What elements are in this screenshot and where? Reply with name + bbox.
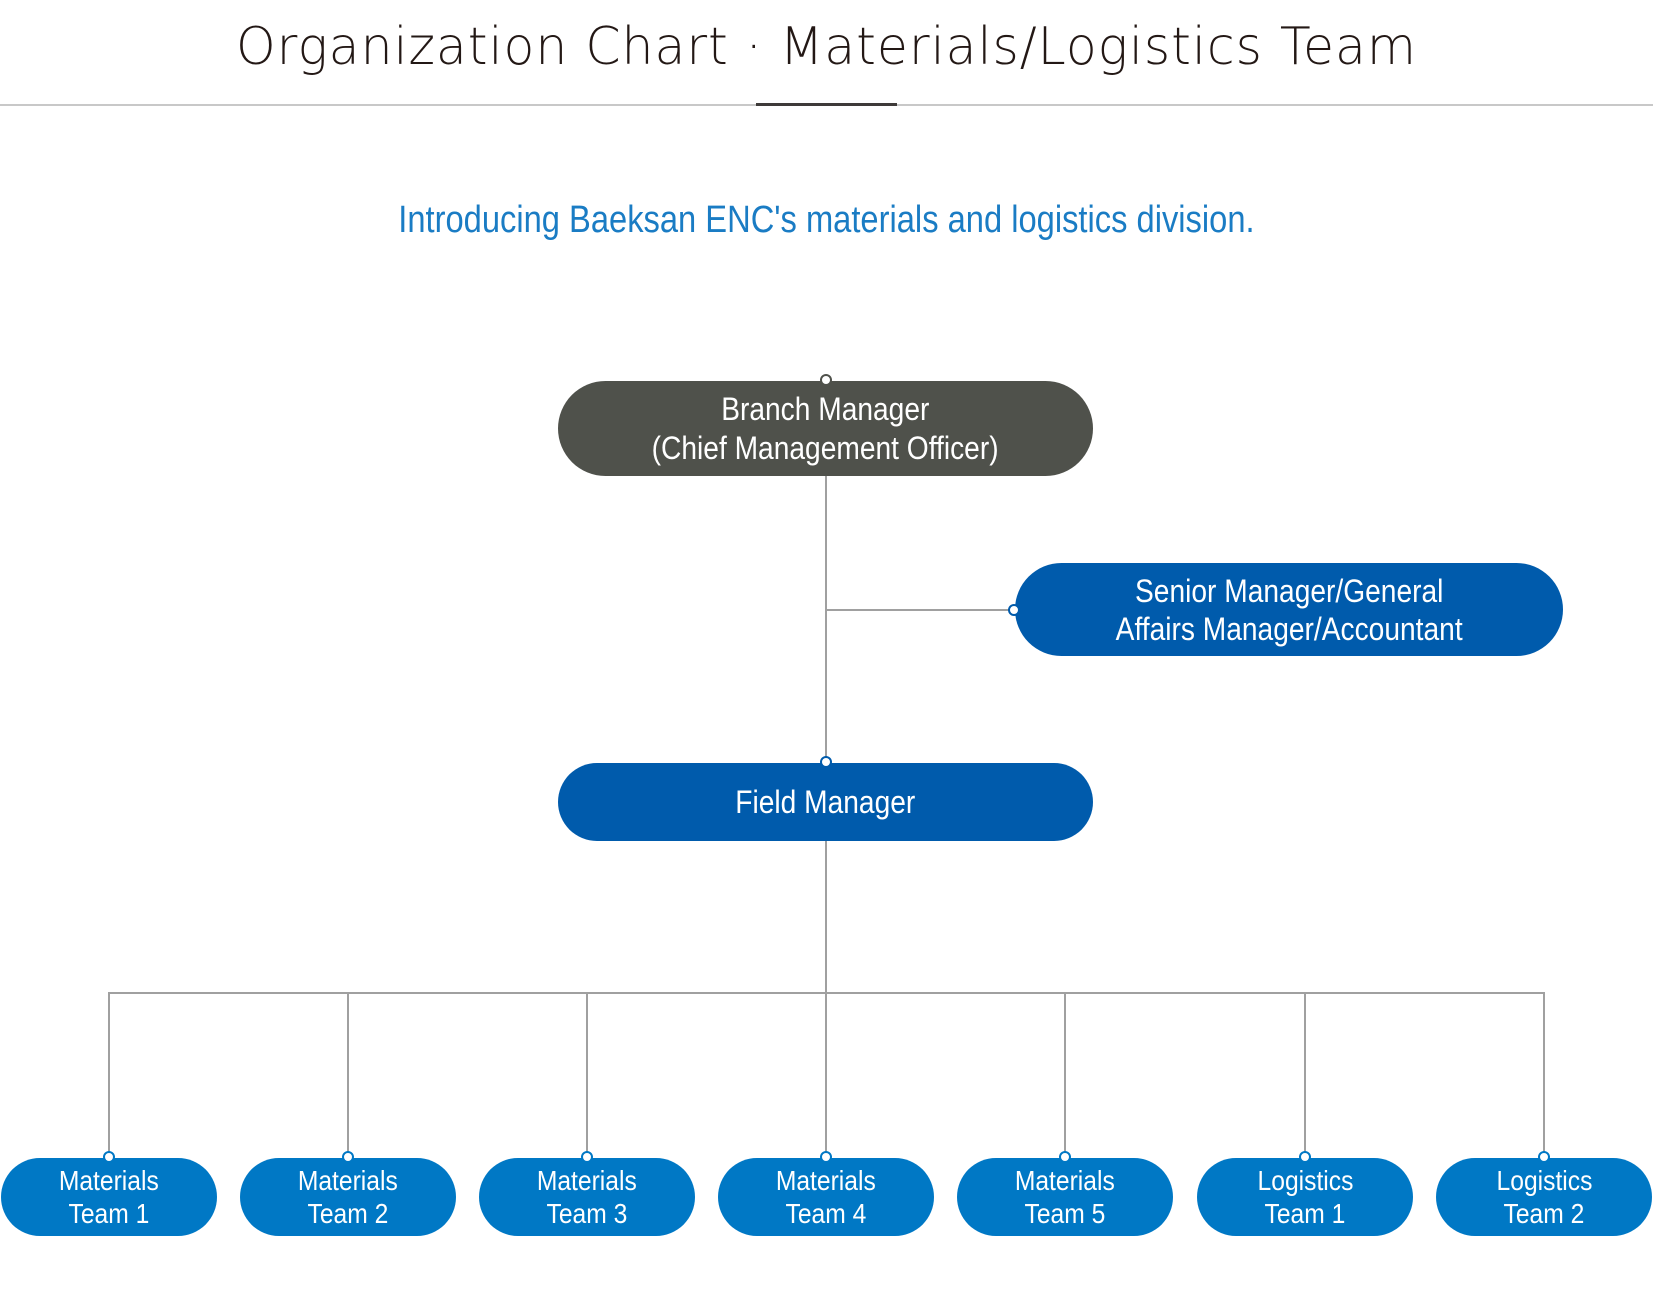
field-manager-label: Field Manager [735, 784, 916, 820]
team-name-line-1: Logistics [1257, 1165, 1353, 1196]
node-field-manager[interactable]: Field Manager [558, 763, 1093, 841]
team-name-line-1: Materials [1015, 1165, 1115, 1196]
connector-dot [581, 1151, 593, 1163]
staff-line-1: Senior Manager/General [1134, 572, 1444, 609]
team-name-line-1: Materials [776, 1165, 876, 1196]
page-title: Organization Chart · Materials/Logistics… [235, 17, 1418, 77]
connector-dot [820, 756, 832, 768]
team-name-line-2: Team 3 [546, 1198, 628, 1229]
team-name-line-2: Team 1 [68, 1198, 150, 1229]
team-name-line-2: Team 4 [785, 1198, 867, 1229]
connector-dot [1059, 1151, 1071, 1163]
node-branch-manager[interactable]: Branch Manager (Chief Management Officer… [558, 381, 1093, 476]
connector-team-drop [108, 993, 110, 1158]
connector-team-drop [1304, 993, 1306, 1158]
connector-team-drop [347, 993, 349, 1158]
team-name-line-2: Team 2 [1503, 1198, 1585, 1229]
connector-to-staff [826, 609, 1014, 611]
staff-line-2: Affairs Manager/Accountant [1115, 610, 1463, 647]
team-name-line-1: Materials [537, 1165, 637, 1196]
team-name-line-1: Materials [59, 1165, 159, 1196]
connector-dot [342, 1151, 354, 1163]
connector-field-down [825, 841, 827, 994]
connector-dot [1008, 604, 1020, 616]
connector-dot [820, 1151, 832, 1163]
connector-team-drop [586, 993, 588, 1158]
title-divider-accent [756, 103, 897, 106]
connector-dot [1538, 1151, 1550, 1163]
connector-dot [1299, 1151, 1311, 1163]
intro-text: Introducing Baeksan ENC's materials and … [398, 199, 1255, 241]
connector-dot [103, 1151, 115, 1163]
team-name-line-2: Team 1 [1264, 1198, 1346, 1229]
connector-dot [820, 374, 832, 386]
connector-team-drop [825, 993, 827, 1158]
team-name-line-1: Logistics [1496, 1165, 1592, 1196]
connector-team-drop [1543, 993, 1545, 1158]
team-name-line-1: Materials [298, 1165, 398, 1196]
connector-team-drop [1064, 993, 1066, 1158]
team-name-line-2: Team 5 [1024, 1198, 1106, 1229]
connector-branch-to-field [825, 476, 827, 764]
branch-manager-subtitle: (Chief Management Officer) [652, 429, 999, 466]
node-staff[interactable]: Senior Manager/General Affairs Manager/A… [1015, 563, 1563, 656]
branch-manager-title: Branch Manager [721, 390, 930, 427]
team-name-line-2: Team 2 [307, 1198, 389, 1229]
